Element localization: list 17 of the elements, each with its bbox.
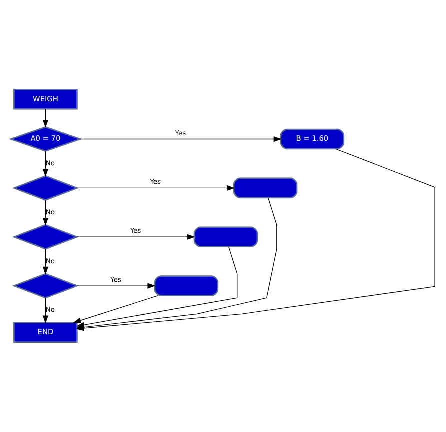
node-box: [154, 276, 219, 296]
arrow: [73, 295, 158, 324]
arrow: [76, 234, 196, 240]
arrow: [76, 283, 156, 289]
node-box: [233, 178, 298, 199]
node-diamond: [12, 175, 80, 201]
arrow: [42, 108, 49, 128]
arrow: [42, 151, 49, 178]
arrow: [42, 248, 49, 275]
node-diamond: [12, 273, 80, 299]
arrow: [42, 298, 49, 324]
arrow: [80, 136, 282, 142]
arrow: [42, 200, 49, 226]
arrow: [76, 246, 238, 328]
arrow: [77, 185, 235, 191]
node-diamond: [12, 224, 80, 250]
node-box: [194, 226, 258, 248]
